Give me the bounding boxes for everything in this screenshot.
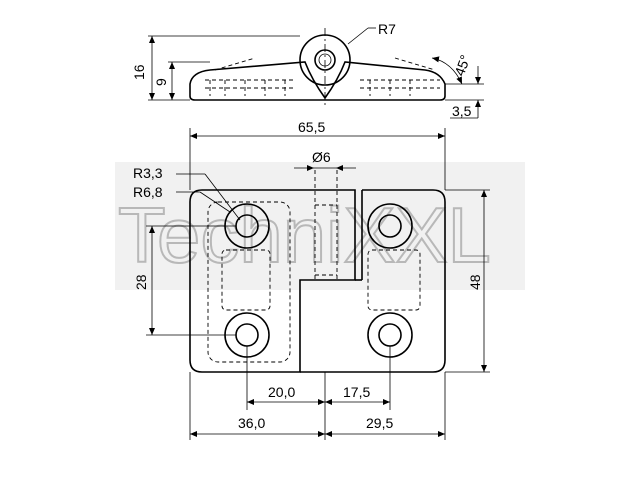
svg-text:TechniXXL: TechniXXL (118, 191, 491, 279)
hole-spacing-vertical: 28 (133, 225, 236, 336)
svg-text:45°: 45° (451, 53, 473, 78)
svg-text:36,0: 36,0 (238, 415, 265, 431)
svg-text:16: 16 (131, 64, 147, 80)
height-dimension-plan: 48 (445, 189, 490, 373)
svg-text:17,5: 17,5 (343, 384, 370, 400)
svg-text:R7: R7 (378, 21, 396, 37)
svg-text:65,5: 65,5 (298, 119, 325, 135)
thickness-dimension: 3,5 (445, 66, 484, 119)
svg-text:R6,8: R6,8 (133, 184, 163, 200)
angle-dimension: 45° (431, 53, 473, 85)
svg-text:48: 48 (467, 274, 483, 290)
svg-text:20,0: 20,0 (268, 384, 295, 400)
svg-text:9: 9 (153, 78, 169, 86)
watermark: TechniXXL (115, 162, 525, 290)
width-dimension: 65,5 (189, 119, 446, 190)
side-view (189, 28, 446, 108)
r7-dimension: R7 (347, 21, 396, 45)
svg-text:R3,3: R3,3 (133, 165, 163, 181)
bottom-dimensions: 20,0 17,5 36,0 29,5 (189, 346, 446, 440)
height-dimensions: 16 9 (131, 35, 300, 101)
svg-text:Ø6: Ø6 (312, 149, 331, 165)
svg-text:29,5: 29,5 (366, 415, 393, 431)
svg-text:3,5: 3,5 (452, 103, 472, 119)
pin-diameter-dimension: Ø6 (294, 149, 356, 171)
svg-text:28: 28 (133, 274, 149, 290)
hole-radius-dimensions: R3,3 R6,8 (133, 165, 241, 221)
